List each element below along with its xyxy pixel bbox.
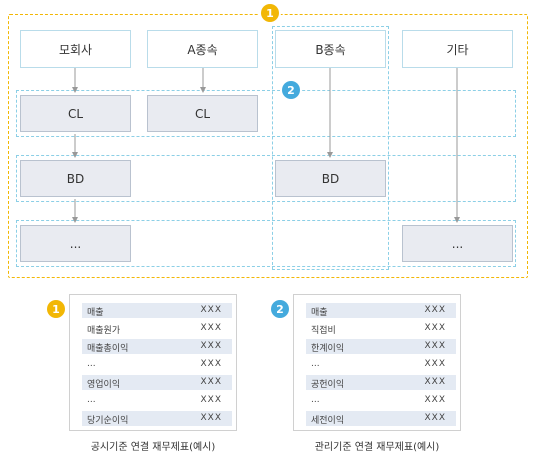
table-row: 당기순이익 XXX xyxy=(82,411,232,426)
table-row: 매출총이익 XXX xyxy=(82,339,232,354)
entity-a-sub-label: A종속 xyxy=(187,42,218,57)
bd-label: BD xyxy=(66,171,85,186)
entity-other-box: 기타 xyxy=(402,30,513,68)
entity-a-sub-box: A종속 xyxy=(147,30,258,68)
badge-one-icon: 1 xyxy=(261,4,279,22)
ellipsis-box-other: ... xyxy=(402,225,513,262)
entity-b-sub-label: B종속 xyxy=(315,42,346,57)
row-name: 공헌이익 xyxy=(311,380,345,390)
row-name: 한계이익 xyxy=(311,344,345,354)
table-row: ... XXX xyxy=(82,393,232,408)
bd-label: BD xyxy=(321,171,340,186)
table-row: 매출 XXX xyxy=(82,303,232,318)
table-row: ... XXX xyxy=(306,393,456,408)
management-row-cl-frame xyxy=(16,90,516,137)
table-row: 세전이익 XXX xyxy=(306,411,456,426)
cl-box-a: CL xyxy=(147,95,258,132)
panel-one-badge-icon: 1 xyxy=(47,300,65,318)
table-row: 한계이익 XXX xyxy=(306,339,456,354)
row-name: 매출원가 xyxy=(87,326,121,336)
table-row: ... XXX xyxy=(306,357,456,372)
row-value: XXX xyxy=(424,377,446,387)
row-name: 영업이익 xyxy=(87,380,121,390)
table-row: 영업이익 XXX xyxy=(82,375,232,390)
ellipsis-label: ... xyxy=(69,236,82,251)
table-row: 매출 XXX xyxy=(306,303,456,318)
table-row: 공헌이익 XXX xyxy=(306,375,456,390)
management-row-etc-frame xyxy=(16,220,516,267)
row-value: XXX xyxy=(424,341,446,351)
entity-other-label: 기타 xyxy=(446,42,469,57)
row-name: 당기순이익 xyxy=(87,416,129,426)
bd-box-parent: BD xyxy=(20,160,131,197)
bd-box-b: BD xyxy=(275,160,386,197)
row-name: 매출 xyxy=(311,308,328,318)
table-row: 직접비 XXX xyxy=(306,321,456,336)
row-value: XXX xyxy=(200,305,222,315)
row-name: 매출총이익 xyxy=(87,344,129,354)
panel-caption-disclosure: 공시기준 연결 재무제표(예시) xyxy=(90,442,216,453)
statement-panel-management: 매출 XXX 직접비 XXX 한계이익 XXX ... XXX 공헌이익 XXX… xyxy=(293,294,461,431)
badge-two-icon: 2 xyxy=(282,81,300,99)
row-value: XXX xyxy=(200,377,222,387)
entity-parent-label: 모회사 xyxy=(58,42,93,57)
table-row: ... XXX xyxy=(82,357,232,372)
row-value: XXX xyxy=(424,323,446,333)
entity-parent-box: 모회사 xyxy=(20,30,131,68)
row-name: 매출 xyxy=(87,308,104,318)
row-value: XXX xyxy=(424,305,446,315)
row-value: XXX xyxy=(424,395,446,405)
statement-panel-disclosure: 매출 XXX 매출원가 XXX 매출총이익 XXX ... XXX 영업이익 X… xyxy=(69,294,237,431)
cl-label: CL xyxy=(67,106,84,121)
row-value: XXX xyxy=(200,359,222,369)
table-row: 매출원가 XXX xyxy=(82,321,232,336)
row-value: XXX xyxy=(424,359,446,369)
management-column-b-frame xyxy=(272,26,389,270)
ellipsis-box-parent: ... xyxy=(20,225,131,262)
row-name: ... xyxy=(87,359,96,369)
cl-label: CL xyxy=(194,106,211,121)
entity-b-sub-box: B종속 xyxy=(275,30,386,68)
panel-two-badge-icon: 2 xyxy=(271,300,289,318)
row-name: ... xyxy=(87,395,96,405)
row-value: XXX xyxy=(200,341,222,351)
cl-box-parent: CL xyxy=(20,95,131,132)
row-name: 세전이익 xyxy=(311,416,345,426)
ellipsis-label: ... xyxy=(451,236,464,251)
row-name: 직접비 xyxy=(311,326,336,336)
row-value: XXX xyxy=(424,413,446,423)
panel-caption-management: 관리기준 연결 재무제표(예시) xyxy=(314,442,440,453)
management-row-bd-frame xyxy=(16,155,516,202)
row-value: XXX xyxy=(200,323,222,333)
row-value: XXX xyxy=(200,413,222,423)
row-value: XXX xyxy=(200,395,222,405)
row-name: ... xyxy=(311,359,320,369)
row-name: ... xyxy=(311,395,320,405)
